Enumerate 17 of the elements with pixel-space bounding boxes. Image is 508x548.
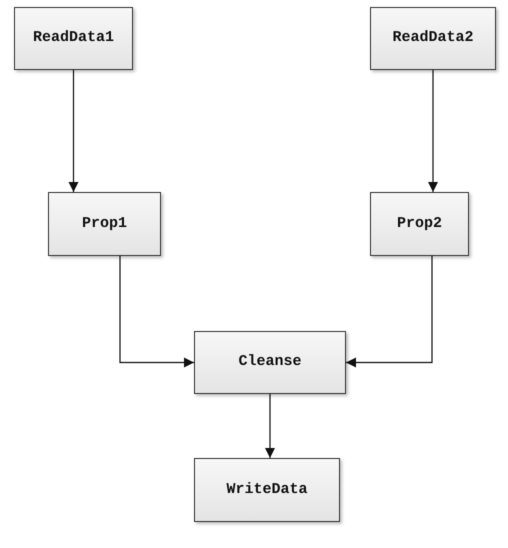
process-box bbox=[194, 331, 346, 394]
arrow bbox=[119, 256, 194, 368]
box-label: ReadData1 bbox=[32, 28, 114, 48]
process-box bbox=[370, 7, 496, 70]
arrow bbox=[428, 70, 438, 192]
box-label: Cleanse bbox=[238, 352, 302, 372]
box-label: WriteData bbox=[226, 480, 308, 500]
box-label: ReadData2 bbox=[392, 28, 474, 48]
process-box bbox=[194, 458, 340, 522]
process-box bbox=[370, 192, 469, 256]
arrow bbox=[265, 394, 275, 458]
box-label: Prop2 bbox=[396, 214, 442, 234]
arrow bbox=[68, 70, 78, 192]
process-box bbox=[14, 7, 133, 70]
arrow bbox=[346, 256, 433, 368]
process-box bbox=[48, 192, 161, 256]
box-label: Prop1 bbox=[82, 214, 127, 234]
